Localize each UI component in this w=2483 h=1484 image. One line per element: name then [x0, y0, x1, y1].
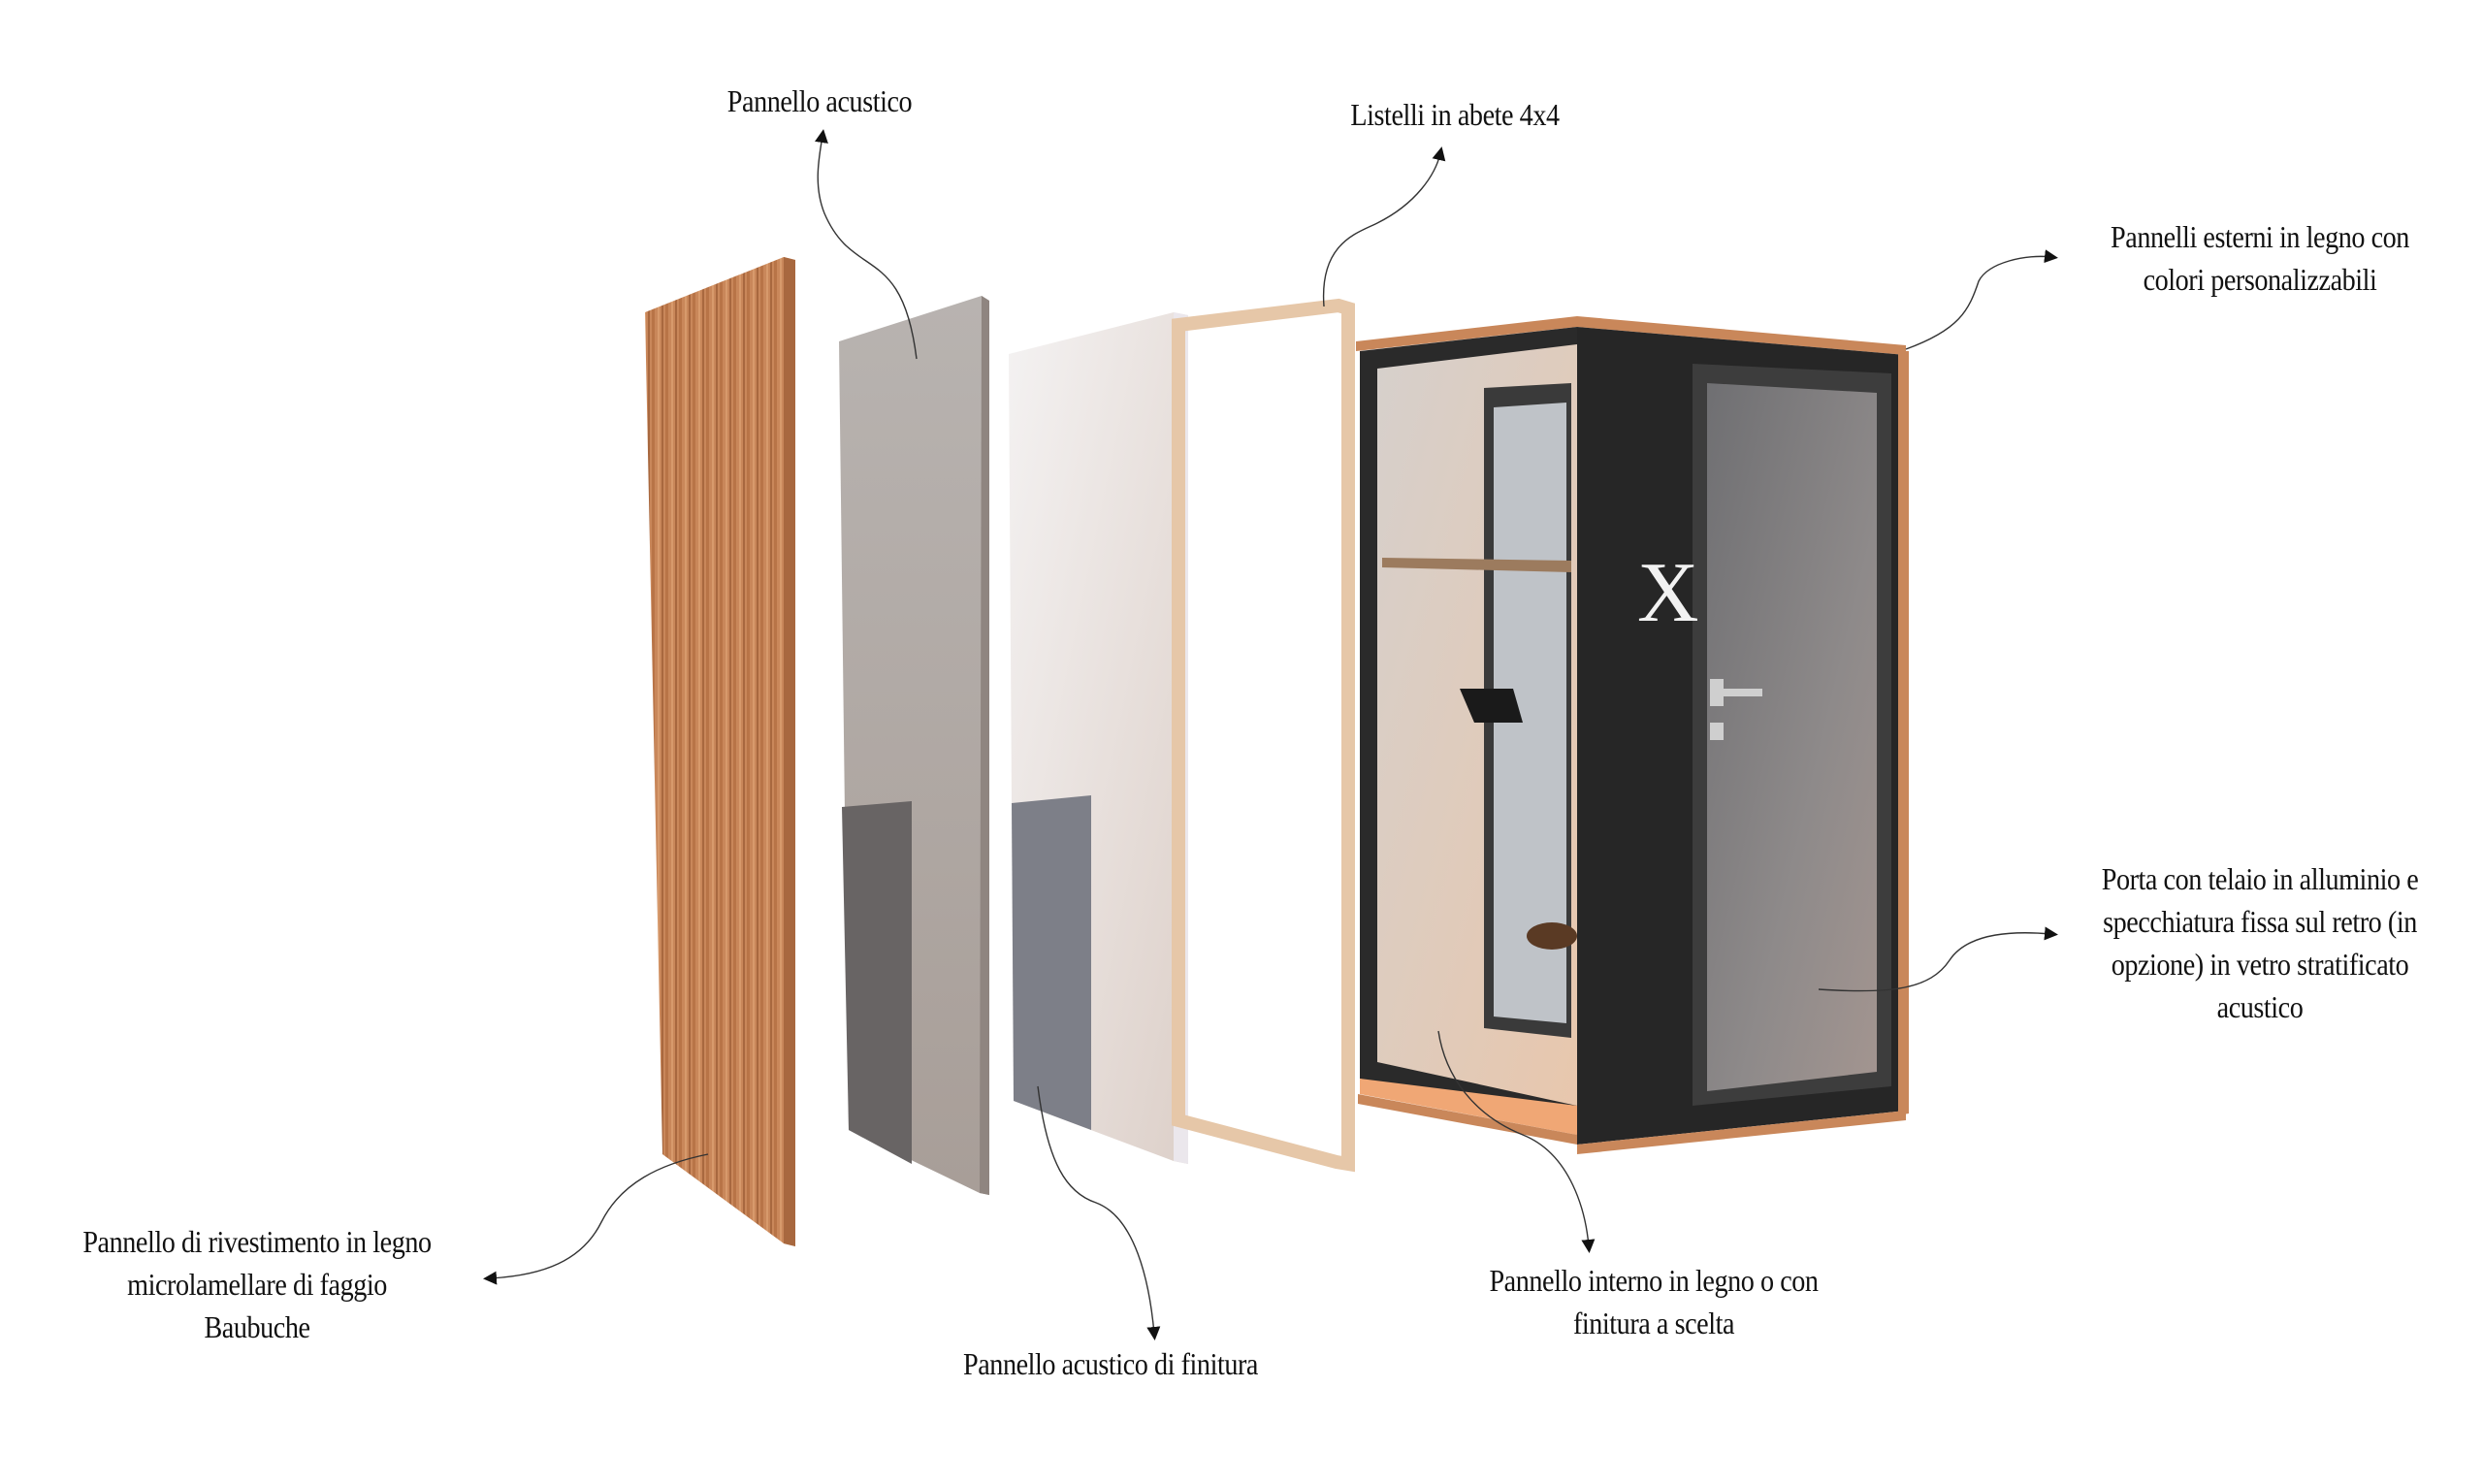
- label-line: colori personalizzabili: [2143, 262, 2377, 297]
- label-cladding-panel: Pannello di rivestimento in legno microl…: [74, 1220, 440, 1348]
- label-line: Pannello di rivestimento in legno: [82, 1224, 432, 1259]
- label-line: Pannello acustico: [726, 83, 913, 118]
- label-internal-panel: Pannello interno in legno o con finitura…: [1487, 1259, 1820, 1344]
- label-acoustic-finish-panel: Pannello acustico di finitura: [961, 1342, 1260, 1385]
- leader-lines: [483, 129, 2058, 1340]
- label-acoustic-panel: Pannello acustico: [726, 80, 914, 122]
- label-line: Baubuche: [204, 1309, 310, 1344]
- label-external-panels: Pannelli esterni in legno con colori per…: [2098, 215, 2422, 301]
- label-line: Porta con telaio in alluminio e: [2101, 861, 2419, 896]
- label-fir-battens: Listelli in abete 4x4: [1344, 93, 1566, 136]
- acoustic-panel: [839, 296, 989, 1195]
- label-line: Pannelli esterni in legno con: [2111, 219, 2409, 254]
- label-line: Pannello acustico di finitura: [963, 1346, 1258, 1381]
- booth-logo: X: [1637, 546, 1699, 640]
- fir-battens-frame: [1172, 298, 1355, 1173]
- label-line: finitura a scelta: [1572, 1306, 1735, 1340]
- label-line: Listelli in abete 4x4: [1350, 97, 1560, 132]
- cladding-panel: [645, 257, 795, 1246]
- label-line: acustico: [2216, 989, 2304, 1024]
- acoustic-finish-panel: [1009, 312, 1188, 1164]
- label-line: Pannello interno in legno o con: [1489, 1263, 1819, 1298]
- label-door: Porta con telaio in alluminio e specchia…: [2089, 857, 2431, 1028]
- label-line: opzione) in vetro stratificato: [2111, 947, 2409, 982]
- booth: X: [1356, 316, 1909, 1154]
- label-line: specchiatura fissa sul retro (in: [2103, 904, 2417, 939]
- label-line: microlamellare di faggio: [127, 1267, 387, 1302]
